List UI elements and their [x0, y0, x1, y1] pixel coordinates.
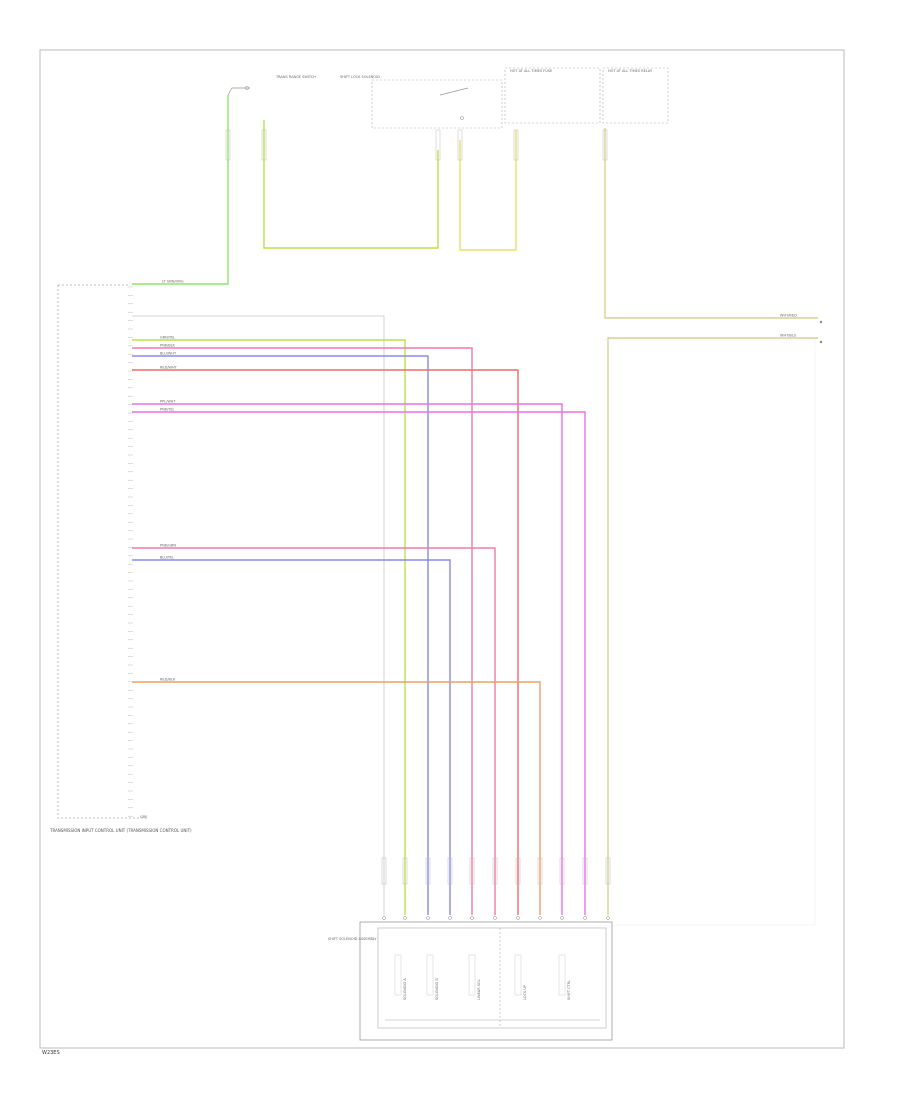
transmission-control-module: TRANSMISSION INPUT CONTROL UNIT (TRANSMI… [49, 284, 192, 833]
connector-stub [261, 129, 267, 161]
wire-label: WHT/BLU [780, 334, 797, 338]
wire-gray [132, 315, 385, 915]
wire-label: RED/BLK [160, 678, 176, 682]
connector-stub [602, 129, 608, 161]
connector-stub [537, 857, 543, 885]
connector-stub [225, 129, 231, 161]
connector-pin [606, 916, 610, 920]
connector-pin [470, 916, 474, 920]
wire-magenta [132, 411, 586, 915]
wire-tan [607, 337, 818, 915]
component-label: HOT AT ALL TIMES FUSE [510, 69, 552, 73]
connector-pin [516, 916, 520, 920]
wire-label: BLU/YEL [160, 556, 174, 560]
wire-pink [132, 347, 473, 915]
right-outline [604, 339, 816, 926]
connector-stub [492, 857, 498, 885]
connector-stub [582, 857, 588, 885]
connector-stub [605, 857, 611, 885]
connector-stub [447, 857, 453, 885]
connector-pin [426, 916, 430, 920]
solenoid-coil [514, 954, 522, 996]
module-pin-column [128, 286, 133, 817]
wire-label: PNK/BLK [160, 344, 176, 348]
connector-pin [448, 916, 452, 920]
top-component-hot-relay: HOT AT ALL TIMES RELAY [602, 67, 669, 124]
terminal-dot [819, 340, 823, 344]
top-component-shift-lock-solenoid: SHIFT LOCK SOLENOID [340, 75, 503, 129]
wire-lime [263, 120, 439, 249]
wire-magenta [132, 403, 563, 915]
connector-pin [560, 916, 564, 920]
top-component-trans-range-switch: TRANS RANGE SWITCH [227, 75, 316, 96]
solenoid-label: SOLENOID A [403, 978, 407, 1000]
component-label: HOT AT ALL TIMES RELAY [608, 69, 653, 73]
solenoid-label: LOCK UP [523, 985, 527, 1000]
top-component-hot-fuse: HOT AT ALL TIMES FUSE [504, 67, 601, 124]
wire-tan [604, 128, 818, 319]
wire-blue [132, 355, 429, 915]
wire-yellow-link [459, 130, 517, 251]
connector-stub [469, 857, 475, 885]
connector-stub [425, 857, 431, 885]
connector-stub [515, 857, 521, 885]
wire-harness: LT GRN/ORG GRN/YEL PNK/BLK BLU/WHT RED/WHT PP… [132, 95, 823, 920]
solenoid-label: SHIFT CTRL [567, 980, 571, 1000]
solenoid-coil [394, 954, 402, 996]
connector-pin [538, 916, 542, 920]
wire-orange [132, 681, 541, 915]
connector-stub [559, 857, 565, 885]
wire-green [132, 95, 229, 285]
wire-label: PNK/YEL [160, 408, 175, 412]
connector-stub [381, 857, 387, 885]
terminal-dot [819, 320, 823, 324]
module-label: TRANSMISSION INPUT CONTROL UNIT (TRANSMI… [49, 828, 192, 833]
wire-lime [132, 339, 406, 915]
solenoid-assembly-label: SHIFT SOLENOID ASSEMBLY [328, 937, 377, 941]
shift-solenoid-assembly: SHIFT SOLENOID ASSEMBLY SOLENOID A SOLENO… [328, 921, 613, 1041]
connector-stub [402, 857, 408, 885]
diagram-frame [39, 49, 845, 1049]
solenoid-coil [468, 954, 476, 996]
wire-label: BLU/WHT [160, 352, 177, 356]
wire-label: LT GRN/ORG [162, 280, 184, 284]
wire-blue [132, 559, 451, 915]
wire-label: RED/WHT [160, 366, 178, 370]
wire-label: WHT/RED [780, 314, 797, 318]
solenoid-label: LINEAR SOL [477, 979, 481, 1000]
connector-stub [513, 129, 519, 161]
wire-label: GRN/YEL [160, 336, 175, 340]
footer-code: W23ES [42, 1050, 60, 1056]
wire-label: PPL/WHT [160, 400, 176, 404]
connector-stub [457, 129, 463, 161]
pin-end-label: GRY [140, 815, 148, 819]
connector-pin [403, 916, 407, 920]
wire-label: PNK/GRN [160, 544, 176, 548]
connector-pin [583, 916, 587, 920]
solenoid-coil [426, 954, 434, 996]
connector-stub [435, 129, 441, 161]
solenoid-label: SOLENOID B [435, 978, 439, 1000]
component-label: TRANS RANGE SWITCH [275, 75, 316, 79]
component-label: SHIFT LOCK SOLENOID [340, 75, 380, 79]
wire-red [132, 369, 519, 915]
wire-pink [132, 547, 496, 915]
solenoid-coil [558, 954, 566, 996]
connector-pin [382, 916, 386, 920]
connector-pin [493, 916, 497, 920]
